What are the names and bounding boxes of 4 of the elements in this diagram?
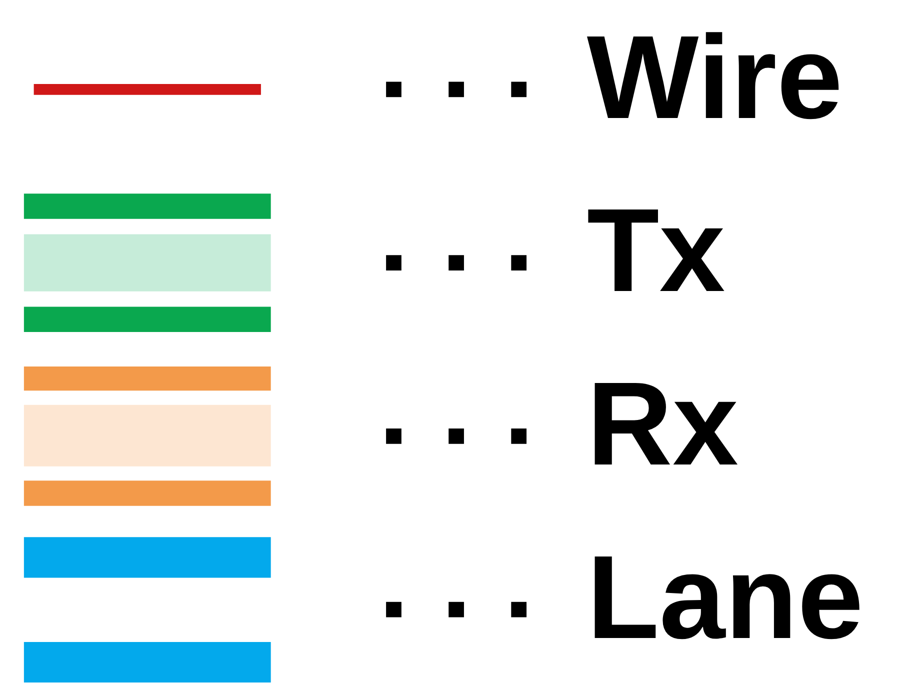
legend-label: Rx <box>586 358 738 491</box>
legend-label: Tx <box>586 185 725 318</box>
legend-label: Wire <box>586 12 842 144</box>
legend-label: Lane <box>586 532 863 664</box>
